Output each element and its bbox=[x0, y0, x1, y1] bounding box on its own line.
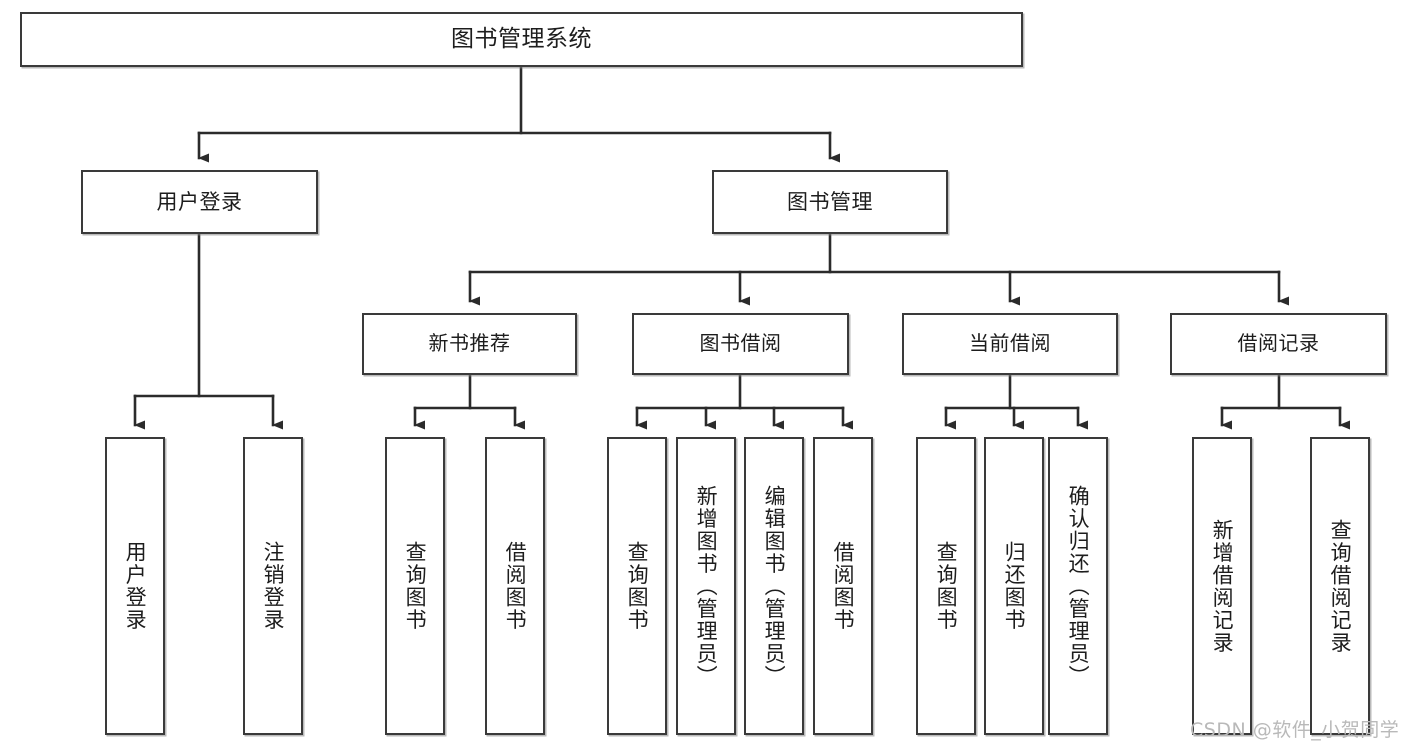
node-leaf-user-logout[interactable]: 注销登录 bbox=[243, 437, 303, 735]
node-leaf-borrow-book-label: 借阅图书 bbox=[831, 541, 856, 631]
node-leaf-return-book-label: 归还图书 bbox=[1002, 541, 1027, 631]
node-book-manage-label: 图书管理 bbox=[787, 189, 873, 214]
node-leaf-query-record[interactable]: 查询借阅记录 bbox=[1310, 437, 1370, 735]
node-book-manage[interactable]: 图书管理 bbox=[712, 170, 948, 234]
node-leaf-add-book-label: 新增图书（管理员） bbox=[694, 484, 719, 688]
node-leaf-borrow-book-rec[interactable]: 借阅图书 bbox=[485, 437, 545, 735]
node-leaf-edit-book[interactable]: 编辑图书（管理员） bbox=[744, 437, 804, 735]
node-leaf-user-logout-label: 注销登录 bbox=[261, 541, 286, 631]
node-leaf-user-login[interactable]: 用户登录 bbox=[105, 437, 165, 735]
node-new-book-rec[interactable]: 新书推荐 bbox=[362, 313, 577, 375]
node-current-borrow[interactable]: 当前借阅 bbox=[902, 313, 1118, 375]
node-leaf-edit-book-label: 编辑图书（管理员） bbox=[762, 484, 787, 688]
node-leaf-add-book[interactable]: 新增图书（管理员） bbox=[676, 437, 736, 735]
node-leaf-user-login-label: 用户登录 bbox=[123, 541, 148, 631]
node-leaf-query-book-rec[interactable]: 查询图书 bbox=[385, 437, 445, 735]
node-book-borrow[interactable]: 图书借阅 bbox=[632, 313, 849, 375]
node-borrow-record-label: 借阅记录 bbox=[1237, 331, 1320, 356]
node-leaf-return-book[interactable]: 归还图书 bbox=[984, 437, 1044, 735]
csdn-watermark: CSDN @软件_小贺同学 bbox=[1190, 719, 1400, 741]
node-leaf-add-record[interactable]: 新增借阅记录 bbox=[1192, 437, 1252, 735]
node-leaf-query-record-label: 查询借阅记录 bbox=[1328, 518, 1353, 654]
node-leaf-query-book-rec-label: 查询图书 bbox=[403, 541, 428, 631]
node-root-label: 图书管理系统 bbox=[451, 25, 592, 52]
node-leaf-confirm-return[interactable]: 确认归还（管理员） bbox=[1048, 437, 1108, 735]
node-leaf-query-book[interactable]: 查询图书 bbox=[607, 437, 667, 735]
node-root[interactable]: 图书管理系统 bbox=[20, 12, 1023, 67]
node-leaf-borrow-book[interactable]: 借阅图书 bbox=[813, 437, 873, 735]
node-new-book-rec-label: 新书推荐 bbox=[428, 331, 511, 356]
node-user-login-label: 用户登录 bbox=[156, 189, 243, 214]
node-leaf-borrow-book-rec-label: 借阅图书 bbox=[503, 541, 528, 631]
node-book-borrow-label: 图书借阅 bbox=[699, 331, 782, 356]
node-leaf-query-book-cur[interactable]: 查询图书 bbox=[916, 437, 976, 735]
node-leaf-confirm-return-label: 确认归还（管理员） bbox=[1066, 484, 1091, 688]
node-current-borrow-label: 当前借阅 bbox=[969, 331, 1051, 356]
node-leaf-query-book-label: 查询图书 bbox=[625, 541, 650, 631]
node-borrow-record[interactable]: 借阅记录 bbox=[1170, 313, 1387, 375]
node-leaf-add-record-label: 新增借阅记录 bbox=[1210, 518, 1235, 654]
node-user-login[interactable]: 用户登录 bbox=[81, 170, 318, 234]
node-leaf-query-book-cur-label: 查询图书 bbox=[934, 541, 959, 631]
